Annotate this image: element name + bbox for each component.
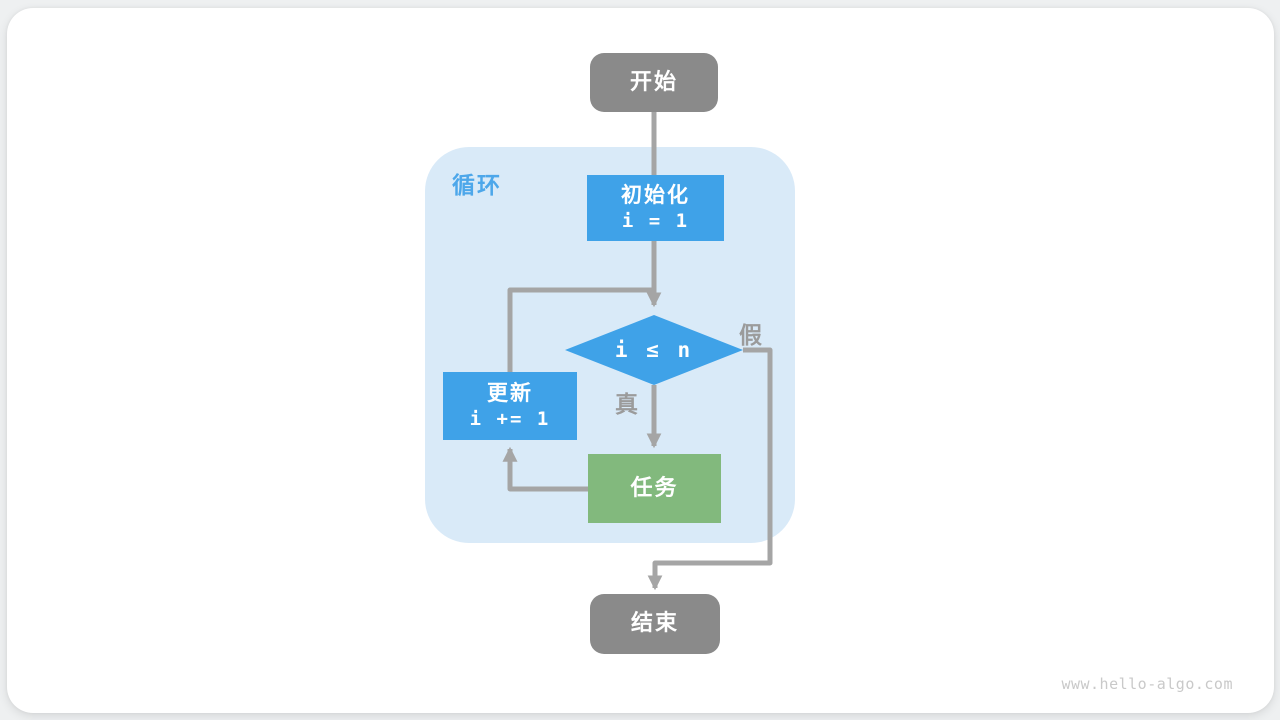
node-task: 任务	[588, 454, 721, 523]
node-update-title: 更新	[487, 381, 533, 405]
branch-label-false: 假	[739, 323, 763, 349]
node-end: 结束	[590, 594, 720, 654]
branch-label-true: 真	[615, 392, 639, 418]
node-condition-expression: i ≤ n	[614, 338, 694, 362]
node-start: 开始	[590, 53, 718, 112]
connector-update-loopback	[507, 287, 654, 372]
node-start-label: 开始	[629, 69, 678, 95]
node-initialize: 初始化 i = 1	[587, 175, 724, 241]
node-end-label: 结束	[630, 611, 679, 637]
loop-region-label: 循环	[452, 173, 502, 199]
node-task-label: 任务	[630, 475, 679, 501]
node-update-code: i += 1	[469, 408, 551, 431]
site-watermark: www.hello-algo.com	[1061, 675, 1233, 693]
node-initialize-code: i = 1	[621, 210, 690, 233]
node-initialize-title: 初始化	[621, 183, 690, 207]
connector-condition-false-to-end	[647, 347, 773, 591]
connector-task-to-update	[502, 446, 588, 492]
node-update: 更新 i += 1	[443, 372, 577, 440]
